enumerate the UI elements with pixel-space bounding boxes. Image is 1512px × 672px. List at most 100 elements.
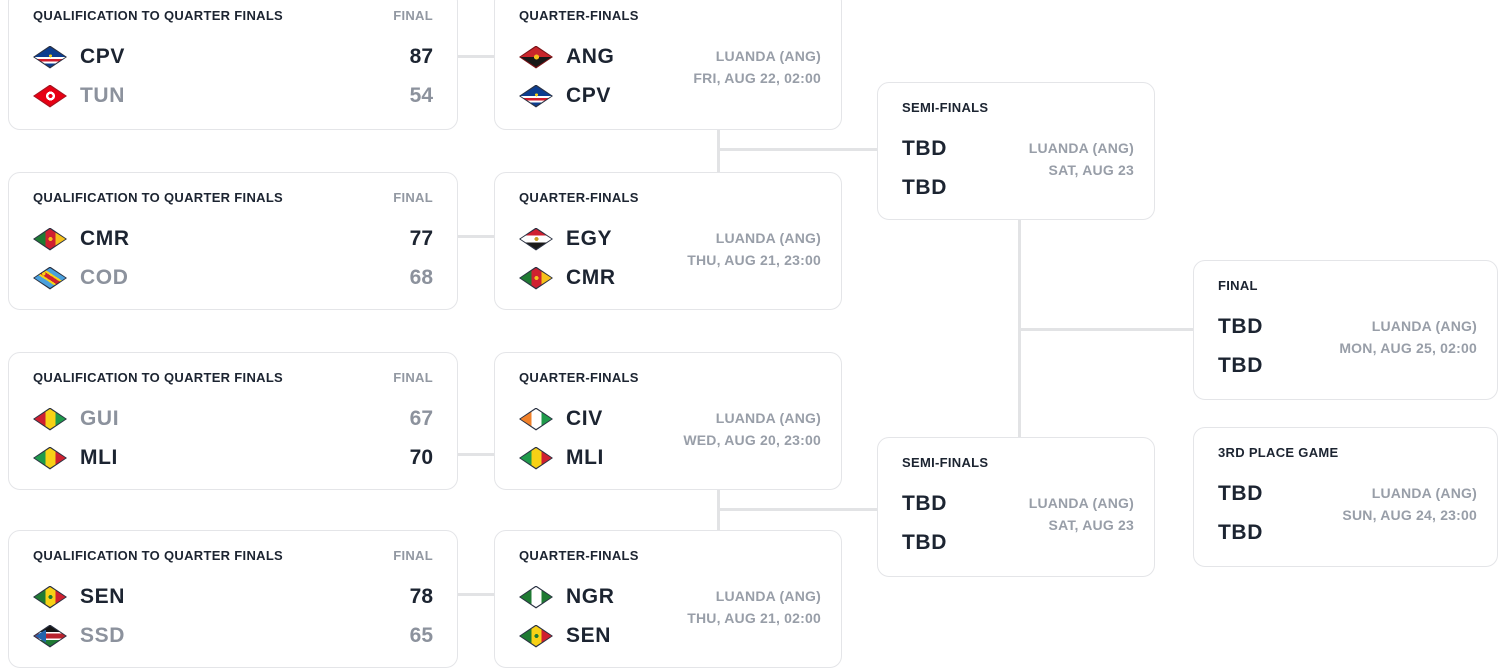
match-card-semifinal-2[interactable]: SEMI-FINALS TBD TBD LUANDA (ANG) SAT, AU…	[877, 437, 1155, 577]
match-card-quarterfinal-4[interactable]: QUARTER-FINALS NGR SEN LUANDA (ANG) THU,…	[494, 530, 842, 668]
team-row[interactable]: MLI	[519, 442, 817, 474]
team-score: 87	[409, 45, 433, 68]
team-row[interactable]: TBD	[902, 488, 1130, 520]
team-code: CMR	[566, 266, 616, 289]
venue-datetime: WED, AUG 20, 23:00	[683, 432, 821, 448]
team-code: TBD	[902, 531, 947, 554]
venue-location: LUANDA (ANG)	[715, 588, 821, 604]
team-code: TBD	[1218, 482, 1263, 505]
team-row[interactable]: SSD 65	[33, 620, 433, 652]
team-row[interactable]: CMR 77	[33, 223, 433, 255]
cpv-flag-icon	[519, 84, 553, 108]
team-row[interactable]: CMR	[519, 262, 817, 294]
match-card-semifinal-1[interactable]: SEMI-FINALS TBD TBD LUANDA (ANG) SAT, AU…	[877, 82, 1155, 220]
team-row[interactable]: CPV 87	[33, 41, 433, 73]
team-row[interactable]: MLI 70	[33, 442, 433, 474]
team-code: SEN	[80, 585, 125, 608]
ang-flag-icon	[519, 45, 553, 69]
team-score: 78	[409, 585, 433, 608]
venue-info: LUANDA (ANG) SAT, AUG 23	[1029, 492, 1134, 536]
egy-flag-icon	[519, 227, 553, 251]
stage-label: QUARTER-FINALS	[519, 190, 639, 205]
team-code: NGR	[566, 585, 615, 608]
venue-info: LUANDA (ANG) FRI, AUG 22, 02:00	[693, 45, 821, 89]
connector-line	[456, 55, 494, 58]
stage-label: QUALIFICATION TO QUARTER FINALS	[33, 548, 284, 563]
team-row[interactable]: COD 68	[33, 262, 433, 294]
sen-flag-icon	[519, 624, 553, 648]
match-card-quarterfinal-2[interactable]: QUARTER-FINALS EGY CMR LUANDA (ANG) THU,…	[494, 172, 842, 310]
team-score: 65	[409, 624, 433, 647]
team-code: TBD	[902, 176, 947, 199]
team-score: 68	[409, 266, 433, 289]
team-code: TUN	[80, 84, 125, 107]
venue-location: LUANDA (ANG)	[715, 48, 821, 64]
match-card-qualification-1[interactable]: QUALIFICATION TO QUARTER FINALS FINAL CP…	[8, 0, 458, 130]
gui-flag-icon	[33, 407, 67, 431]
team-row[interactable]: TBD	[902, 133, 1130, 165]
team-row[interactable]: TBD	[1218, 517, 1473, 549]
team-row[interactable]: TBD	[1218, 478, 1473, 510]
team-code: SSD	[80, 624, 125, 647]
team-row[interactable]: EGY	[519, 223, 817, 255]
team-row[interactable]: TBD	[902, 172, 1130, 204]
team-code: CPV	[566, 84, 611, 107]
match-status-badge: FINAL	[393, 190, 433, 205]
stage-label: SEMI-FINALS	[902, 455, 989, 470]
cod-flag-icon	[33, 266, 67, 290]
team-row[interactable]: NGR	[519, 581, 817, 613]
team-row[interactable]: TBD	[1218, 350, 1473, 382]
team-row[interactable]: ANG	[519, 41, 817, 73]
team-code: EGY	[566, 227, 613, 250]
team-row[interactable]: TBD	[1218, 311, 1473, 343]
stage-label: QUALIFICATION TO QUARTER FINALS	[33, 370, 284, 385]
match-status-badge: FINAL	[393, 8, 433, 23]
team-row[interactable]: TBD	[902, 527, 1130, 559]
team-code: TBD	[1218, 354, 1263, 377]
stage-label: QUARTER-FINALS	[519, 548, 639, 563]
match-card-quarterfinal-3[interactable]: QUARTER-FINALS CIV MLI LUANDA (ANG) WED,…	[494, 352, 842, 490]
mli-flag-icon	[519, 446, 553, 470]
team-code: CMR	[80, 227, 130, 250]
team-code: COD	[80, 266, 129, 289]
team-code: CIV	[566, 407, 603, 430]
team-code: SEN	[566, 624, 611, 647]
team-code: CPV	[80, 45, 125, 68]
team-row[interactable]: SEN	[519, 620, 817, 652]
match-card-quarterfinal-1[interactable]: QUARTER-FINALS ANG CPV LUANDA (ANG) FRI,…	[494, 0, 842, 130]
team-row[interactable]: SEN 78	[33, 581, 433, 613]
match-card-qualification-2[interactable]: QUALIFICATION TO QUARTER FINALS FINAL CM…	[8, 172, 458, 310]
team-row[interactable]: CIV	[519, 403, 817, 435]
cmr-flag-icon	[519, 266, 553, 290]
team-row[interactable]: CPV	[519, 80, 817, 112]
match-status-badge: FINAL	[393, 548, 433, 563]
venue-datetime: SUN, AUG 24, 23:00	[1342, 507, 1477, 523]
team-row[interactable]: TUN 54	[33, 80, 433, 112]
venue-datetime: THU, AUG 21, 23:00	[687, 252, 821, 268]
connector-line	[456, 593, 494, 596]
team-code: TBD	[902, 137, 947, 160]
team-code: TBD	[902, 492, 947, 515]
stage-label: 3RD PLACE GAME	[1218, 445, 1339, 460]
match-card-qualification-3[interactable]: QUALIFICATION TO QUARTER FINALS FINAL GU…	[8, 352, 458, 490]
venue-info: LUANDA (ANG) THU, AUG 21, 02:00	[687, 585, 821, 629]
team-code: MLI	[566, 446, 604, 469]
team-score: 54	[409, 84, 433, 107]
stage-label: QUALIFICATION TO QUARTER FINALS	[33, 8, 284, 23]
match-card-final[interactable]: FINAL TBD TBD LUANDA (ANG) MON, AUG 25, …	[1193, 260, 1498, 400]
team-row[interactable]: GUI 67	[33, 403, 433, 435]
venue-datetime: SAT, AUG 23	[1048, 162, 1134, 178]
team-score: 77	[409, 227, 433, 250]
tun-flag-icon	[33, 84, 67, 108]
connector-line	[717, 148, 877, 151]
team-code: GUI	[80, 407, 120, 430]
venue-info: LUANDA (ANG) THU, AUG 21, 23:00	[687, 227, 821, 271]
stage-label: QUARTER-FINALS	[519, 370, 639, 385]
connector-line	[456, 235, 494, 238]
venue-location: LUANDA (ANG)	[1028, 140, 1134, 156]
ssd-flag-icon	[33, 624, 67, 648]
match-card-third-place[interactable]: 3RD PLACE GAME TBD TBD LUANDA (ANG) SUN,…	[1193, 427, 1498, 567]
venue-info: LUANDA (ANG) SAT, AUG 23	[1029, 137, 1134, 181]
match-card-qualification-4[interactable]: QUALIFICATION TO QUARTER FINALS FINAL SE…	[8, 530, 458, 668]
venue-datetime: MON, AUG 25, 02:00	[1339, 340, 1477, 356]
